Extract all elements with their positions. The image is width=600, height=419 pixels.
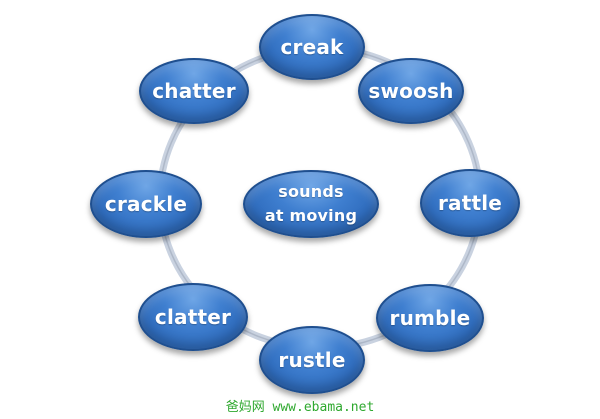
node-rumble: rumble xyxy=(376,284,484,352)
node-clatter: clatter xyxy=(138,283,248,351)
node-creak: creak xyxy=(259,14,365,80)
center-node: sounds at moving xyxy=(243,170,379,238)
center-label-line-2: at moving xyxy=(264,206,358,225)
node-crackle: crackle xyxy=(90,170,202,238)
node-swoosh: swoosh xyxy=(358,58,464,124)
node-rustle: rustle xyxy=(259,326,365,394)
node-chatter: chatter xyxy=(139,58,249,124)
center-label-line-1: sounds xyxy=(278,182,344,201)
node-rattle: rattle xyxy=(420,169,520,237)
watermark-text: 爸妈网 www.ebama.net xyxy=(225,400,375,415)
